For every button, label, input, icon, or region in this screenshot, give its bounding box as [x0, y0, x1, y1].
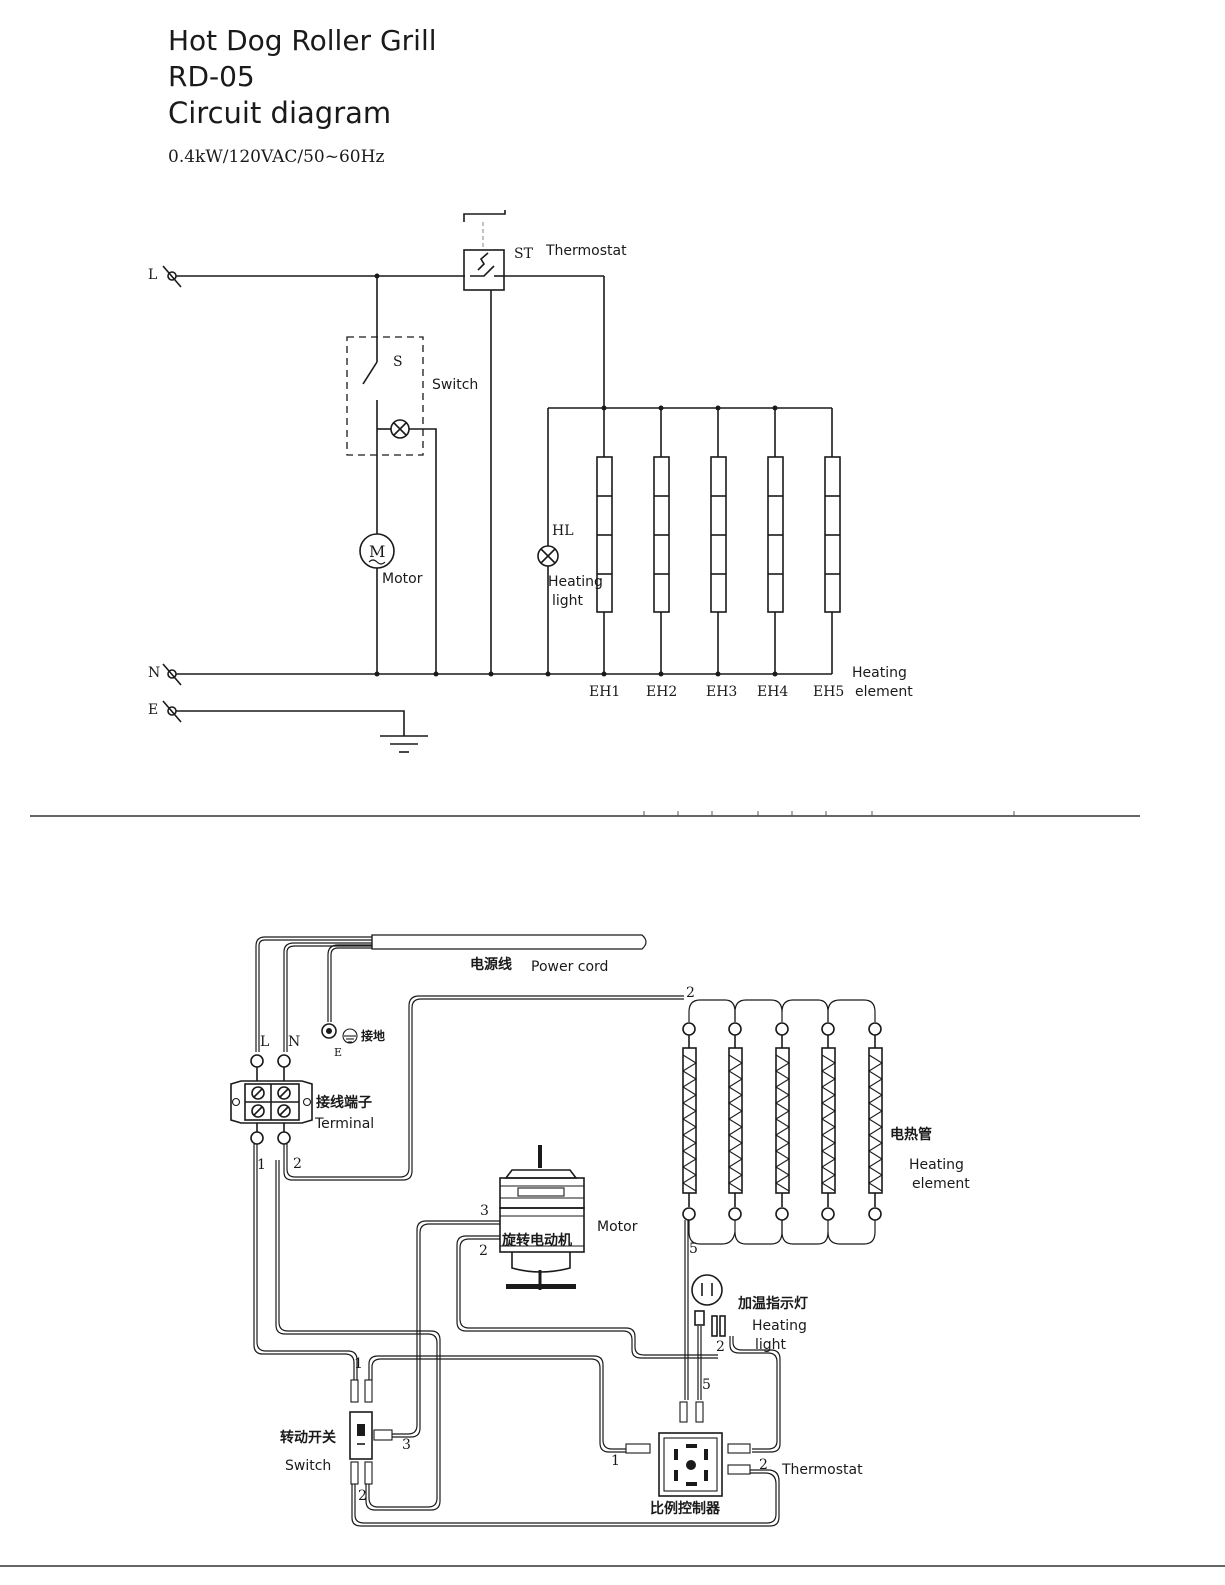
svg-text:EH5: EH5 [813, 684, 844, 700]
svg-text:5: 5 [702, 1377, 711, 1393]
svg-text:Switch: Switch [432, 377, 478, 393]
svg-text:1: 1 [354, 1356, 363, 1372]
motor-symbol: M Motor [360, 430, 423, 674]
svg-text:Motor: Motor [597, 1219, 638, 1235]
rotary-motor: 旋转电动机 Motor 3 2 [479, 1145, 638, 1290]
power-cord: 电源线 Power cord [256, 935, 646, 1052]
svg-text:1: 1 [257, 1157, 266, 1173]
switch-s: S Switch [347, 276, 478, 674]
svg-text:Switch: Switch [285, 1458, 331, 1474]
svg-text:EH4: EH4 [757, 684, 788, 700]
svg-text:Terminal: Terminal [314, 1116, 374, 1132]
svg-text:2: 2 [293, 1156, 302, 1172]
svg-text:L: L [260, 1034, 269, 1050]
heater-tube-5 [869, 1023, 882, 1220]
heater-tube-2 [729, 1023, 742, 1220]
svg-text:3: 3 [402, 1437, 411, 1453]
thermostat-st: ST Thermostat [464, 210, 627, 290]
terminal-block: L N 接线端子 Terminal 1 2 [231, 1034, 374, 1173]
svg-text:HL: HL [552, 523, 574, 539]
svg-text:电源线: 电源线 [470, 956, 512, 973]
svg-text:Heating: Heating [752, 1318, 807, 1334]
svg-text:light: light [552, 593, 584, 609]
svg-text:N: N [148, 665, 160, 681]
svg-text:加温指示灯: 加温指示灯 [737, 1295, 808, 1312]
svg-text:2: 2 [716, 1339, 725, 1355]
svg-text:Heating: Heating [548, 574, 603, 590]
svg-text:ST: ST [514, 246, 534, 262]
svg-text:Thermostat: Thermostat [545, 243, 627, 259]
svg-text:Thermostat: Thermostat [781, 1462, 863, 1478]
svg-text:E: E [148, 702, 158, 718]
schematic-diagram: L N E ST Thermostat [148, 210, 913, 752]
svg-text:转动开关: 转动开关 [280, 1429, 336, 1446]
heater-tube-3 [776, 1023, 789, 1220]
svg-text:比例控制器: 比例控制器 [650, 1500, 721, 1517]
rotary-switch: 转动开关 Switch 1 3 2 [280, 1356, 411, 1504]
svg-text:5: 5 [689, 1241, 698, 1257]
svg-text:接线端子: 接线端子 [316, 1094, 372, 1111]
svg-text:接地: 接地 [361, 1028, 385, 1043]
ground-lug: 接地 E [322, 1024, 385, 1059]
svg-text:element: element [855, 684, 913, 700]
svg-text:EH3: EH3 [706, 684, 737, 700]
svg-text:S: S [393, 354, 403, 370]
heating-element-label: Heating [852, 665, 907, 681]
heating-light: 加温指示灯 Heating light 2 [692, 1275, 808, 1355]
svg-text:2: 2 [479, 1243, 488, 1259]
svg-text:1: 1 [611, 1453, 620, 1469]
earth-ground-icon [176, 711, 428, 752]
proportional-controller: 比例控制器 1 2 Thermostat [611, 1402, 863, 1517]
svg-text:Power cord: Power cord [531, 959, 608, 975]
svg-text:M: M [369, 542, 385, 561]
svg-text:电热管: 电热管 [890, 1126, 932, 1143]
heating-element-eh5: EH5 [813, 408, 844, 700]
svg-text:E: E [334, 1046, 342, 1059]
svg-text:Heating: Heating [909, 1157, 964, 1173]
svg-text:EH2: EH2 [646, 684, 677, 700]
heater-tube-1 [683, 1023, 696, 1220]
svg-text:3: 3 [480, 1203, 489, 1219]
heating-elements: 电热管 Heating element 5 [683, 1000, 970, 1257]
heating-element-eh2: EH2 [646, 408, 677, 700]
svg-text:element: element [912, 1176, 970, 1192]
svg-text:N: N [288, 1034, 300, 1050]
heater-tube-4 [822, 1023, 835, 1220]
wiring-diagram: 电源线 Power cord 接地 E L N [231, 935, 970, 1526]
svg-text:EH1: EH1 [589, 684, 620, 700]
heating-element-eh3: EH3 [706, 408, 737, 700]
heating-light-symbol: HL Heating light [538, 408, 603, 674]
svg-text:2: 2 [686, 985, 695, 1001]
heating-element-eh1: EH1 [589, 408, 620, 700]
section-divider [30, 811, 1140, 816]
svg-text:Motor: Motor [382, 571, 423, 587]
heating-element-eh4: EH4 [757, 408, 788, 700]
svg-text:旋转电动机: 旋转电动机 [501, 1232, 572, 1249]
svg-text:L: L [148, 267, 157, 283]
